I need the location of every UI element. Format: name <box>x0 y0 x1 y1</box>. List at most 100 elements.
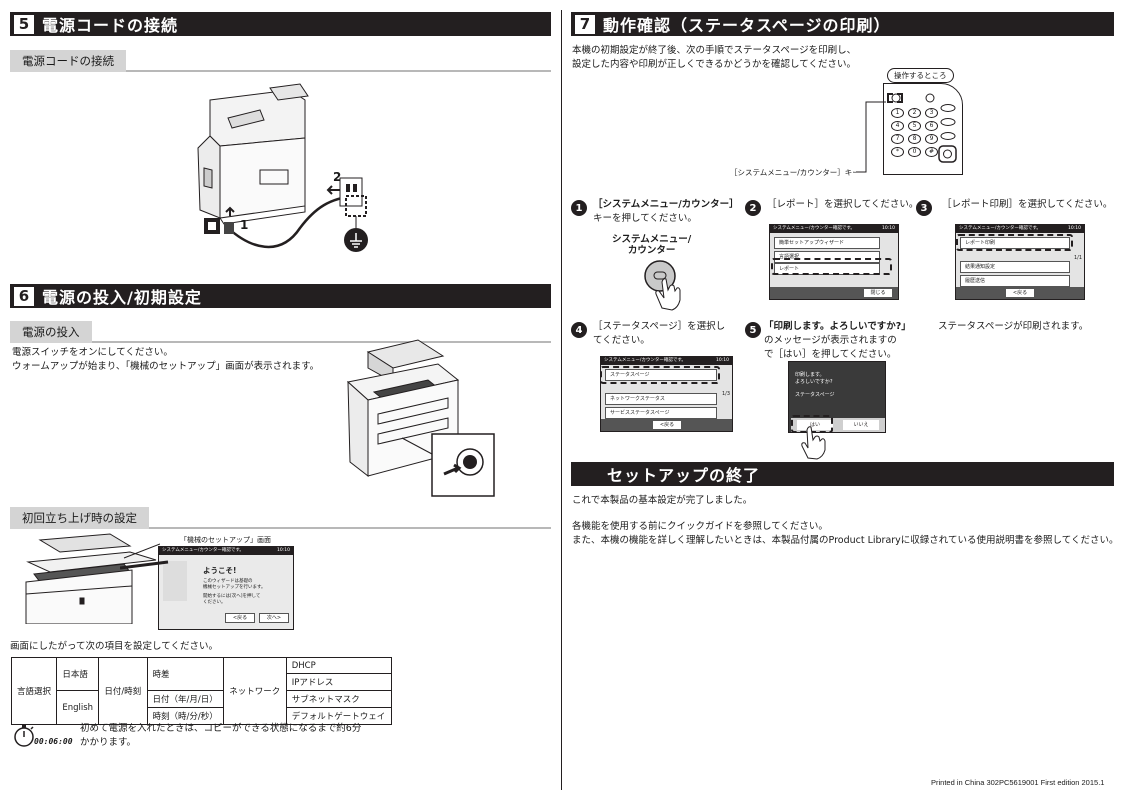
step-line: ［ステータスページ］を選択し <box>593 321 726 332</box>
setup-items-table: 言語選択 日本語 日付/時刻 時差 ネットワーク DHCP IPアドレス Eng… <box>10 657 393 725</box>
subheading-label: 電源コードの接続 <box>10 50 126 72</box>
panel-caption: ［システムメニュー/カウンター］キー <box>730 168 860 177</box>
body-text: ウォームアップが始まり、「機械のセットアップ」画面が表示されます。 <box>12 361 320 372</box>
back-button[interactable]: <戻る <box>1006 289 1034 297</box>
step-line: 「印刷します。よろしいですか?」 <box>764 321 911 332</box>
back-button[interactable]: <戻る <box>225 613 255 623</box>
print-confirm-screen: 印刷します。 よろしいですか? ステータスページ はい いいえ <box>788 361 886 433</box>
cell-date: 日付（年/月/日） <box>146 690 225 708</box>
keypad-key[interactable]: 8 <box>908 134 921 144</box>
step-2-text: ［レポート］を選択してください。 <box>767 199 919 210</box>
cell-subnet: サブネットマスク <box>285 690 393 708</box>
step-line: ［システムメニュー/カウンター］ <box>593 199 739 210</box>
page-indicator: 1/1 <box>1073 255 1082 261</box>
complete-text: 各機能を使用する前にクイックガイドを参照してください。 <box>572 521 828 532</box>
pointer-line <box>120 560 169 570</box>
screen-bar-text: システムメニュー/カウンター確認です。 <box>773 226 855 231</box>
welcome-line: このウィザードは基礎の <box>203 579 253 584</box>
step-line: のメッセージが表示されますの <box>764 335 897 346</box>
cell-network: ネットワーク <box>223 657 287 725</box>
step-4-text: ［ステータスページ］を選択し てください。 <box>593 320 733 348</box>
subheading-first-startup: 初回立ち上げ時の設定 <box>10 507 551 529</box>
screen-bar-text: システムメニュー/カウンター確認です。 <box>959 226 1041 231</box>
cell-english: English <box>56 690 100 725</box>
keypad-key[interactable]: 4 <box>891 121 904 131</box>
menu-item[interactable]: サービスステータスページ <box>605 407 717 419</box>
keypad-key[interactable]: # <box>925 147 938 157</box>
screen-status-bar: システムメニュー/カウンター確認です。10:10 <box>956 225 1084 233</box>
section-number: 6 <box>14 286 34 306</box>
keypad-key[interactable]: * <box>891 147 904 157</box>
step-1-text: ［システムメニュー/カウンター］ キーを押してください。 <box>593 198 743 226</box>
keypad-key[interactable]: 5 <box>908 121 921 131</box>
section-title: 電源コードの接続 <box>42 16 179 35</box>
step-6-text: ステータスページが印刷されます。 <box>938 321 1089 332</box>
section-number: 5 <box>14 14 34 34</box>
screen-status-bar: システムメニュー/カウンター確認です。10:10 <box>601 357 732 365</box>
welcome-screen: システムメニュー/カウンター確認です。10:10 ようこそ! このウィザードは基… <box>158 546 294 630</box>
menu-item[interactable]: 履歴送信 <box>960 275 1070 287</box>
welcome-message: このウィザードは基礎の 機械セットアップを行います。 開始するには[次へ]を押し… <box>203 579 266 606</box>
menu-item[interactable]: 簡単セットアップウィザード <box>774 237 880 249</box>
section-5-header: 5 電源コードの接続 <box>10 12 551 36</box>
cell-gateway: デフォルトゲートウェイ <box>285 707 393 725</box>
step-number: 5 <box>745 322 761 338</box>
keypad-key[interactable]: 7 <box>891 134 904 144</box>
cell-datetime: 日付/時刻 <box>98 657 148 725</box>
screen-bar-text: システムメニュー/カウンター確認です。 <box>162 548 244 553</box>
yes-button[interactable]: はい <box>797 420 833 430</box>
welcome-title: ようこそ! <box>203 566 237 575</box>
section-number: 7 <box>575 14 595 34</box>
power-cord-illustration <box>197 83 368 252</box>
divider <box>91 341 551 343</box>
power-switch-illustration <box>346 339 495 497</box>
menu-item[interactable]: 言語選択 <box>774 251 880 263</box>
section-title: セットアップの終了 <box>607 466 761 485</box>
back-button[interactable]: <戻る <box>653 421 681 429</box>
confirm-line: ステータスページ <box>795 392 835 398</box>
sysmenu-label-line: カウンター <box>627 245 676 256</box>
menu-item-report-print[interactable]: レポート印刷 <box>960 237 1070 249</box>
confirm-message: 印刷します。 よろしいですか? ステータスページ <box>795 372 835 399</box>
welcome-line: ください。 <box>203 600 226 605</box>
status-page-screen: システムメニュー/カウンター確認です。10:10 ステータスページ ネットワーク… <box>600 356 733 432</box>
subheading-label: 初回立ち上げ時の設定 <box>10 507 149 529</box>
keypad-key[interactable]: 0 <box>908 147 921 157</box>
section-title: 動作確認（ステータスページの印刷） <box>603 16 891 35</box>
screen-caption: 「機械のセットアップ」画面 <box>180 536 271 544</box>
menu-item-status-page[interactable]: ステータスページ <box>605 369 717 381</box>
subheading-power-on: 電源の投入 <box>10 321 551 343</box>
screen-time: 10:10 <box>882 226 895 231</box>
step-number: 1 <box>571 200 587 216</box>
sysmenu-key-highlight <box>887 93 903 103</box>
cell-timezone: 時差 <box>146 657 225 691</box>
step-line: キーを押してください。 <box>593 213 697 224</box>
report-print-screen: システムメニュー/カウンター確認です。10:10 レポート印刷 結果通知設定 履… <box>955 224 1085 300</box>
keypad-key[interactable]: 2 <box>908 108 921 118</box>
hand-pointer-icon <box>801 426 826 460</box>
cell-ip: IPアドレス <box>285 673 393 691</box>
keypad-key[interactable]: 3 <box>925 108 938 118</box>
section-title: 電源の投入/初期設定 <box>42 288 202 307</box>
highlight-report-print <box>956 234 1073 251</box>
note-text: 初めて電源を入れたときは、コピーができる状態になるまで約6分 <box>80 723 362 734</box>
step-number: 2 <box>745 200 761 216</box>
operation-area-label: 操作するところ <box>887 68 954 83</box>
no-button[interactable]: いいえ <box>843 420 879 430</box>
timer-readout: 00:06:00 <box>34 737 73 746</box>
menu-item[interactable]: ネットワークステータス <box>605 393 717 405</box>
divider <box>126 70 551 72</box>
screen-status-bar: システムメニュー/カウンター確認です。10:10 <box>159 547 293 555</box>
keypad-key[interactable]: 1 <box>891 108 904 118</box>
section-6-header: 6 電源の投入/初期設定 <box>10 284 551 308</box>
close-button[interactable]: 閉じる <box>864 289 892 297</box>
column-divider <box>561 10 562 790</box>
keypad-key[interactable]: 9 <box>925 134 938 144</box>
step-3-text: ［レポート印刷］を選択してください。 <box>942 199 1113 210</box>
keypad-key[interactable]: 6 <box>925 121 938 131</box>
table-intro: 画面にしたがって次の項目を設定してください。 <box>10 641 218 652</box>
complete-text: また、本機の機能を詳しく理解したいときは、本製品付属のProduct Libra… <box>572 535 1119 546</box>
next-button[interactable]: 次へ> <box>259 613 289 623</box>
menu-item[interactable]: 結果通知設定 <box>960 261 1070 273</box>
cell-dhcp: DHCP <box>285 657 393 674</box>
